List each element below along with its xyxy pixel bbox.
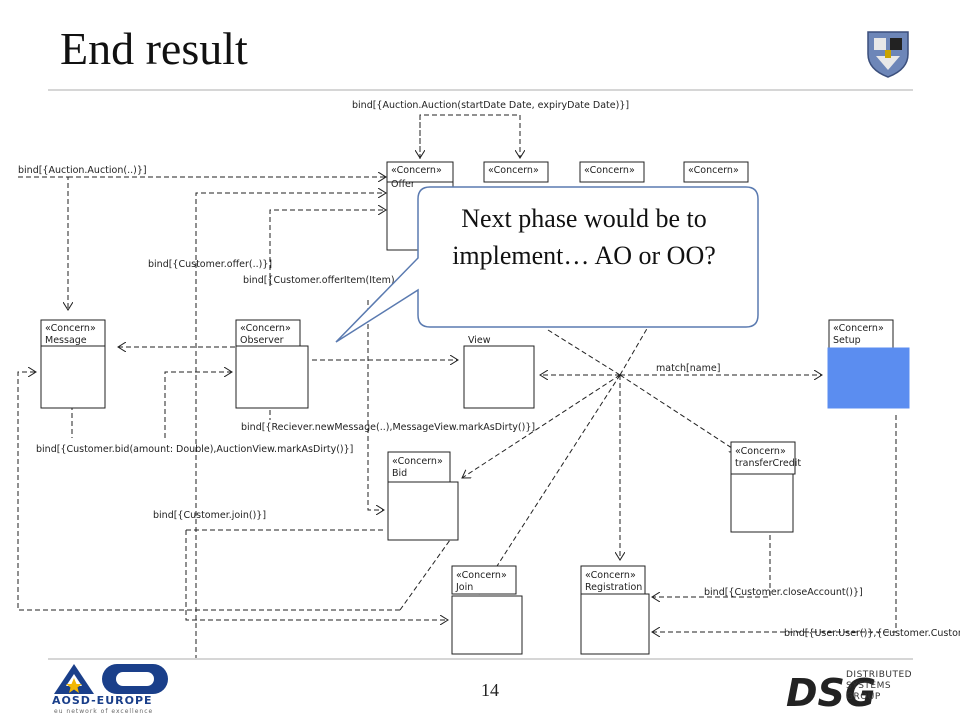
stereotype-transfer: «Concern» — [735, 446, 786, 457]
concern-labels: «Concern» Offer «Concern» «Concern» «Con… — [45, 165, 884, 593]
callout-text: Next phase would be to implement… AO or … — [452, 204, 716, 270]
concern-join: Join — [455, 582, 473, 593]
binding-labels: bind[{Auction.Auction(startDate Date, ex… — [18, 100, 960, 639]
stereotype-message: «Concern» — [45, 323, 96, 334]
binding-customer-bid: bind[{Customer.bid(amount: Double),Aucti… — [36, 444, 353, 455]
dsg-line-3: GROUP — [846, 692, 881, 702]
top-divider — [48, 89, 913, 91]
binding-user-customer: bind[{User.User()},{Customer.Customer()}… — [784, 628, 960, 639]
stereotype-registration: «Concern» — [585, 570, 636, 581]
stereotype-observer: «Concern» — [240, 323, 291, 334]
binding-reciever: bind[{Reciever.newMessage(..),MessageVie… — [241, 422, 535, 433]
concern-observer: Observer — [240, 335, 284, 346]
concern-offer: Offer — [391, 179, 415, 190]
concern-message: Message — [45, 335, 87, 346]
dsg-logo-mark: DSG — [786, 671, 876, 715]
aosd-tagline: eu network of excellence — [54, 708, 154, 715]
concern-registration: Registration — [585, 582, 642, 593]
stereotype-identify: «Concern» — [584, 165, 635, 176]
concern-view: View — [468, 335, 491, 346]
dsg-letters: DSG — [786, 671, 876, 715]
concern-setup: Setup — [833, 335, 861, 346]
stereotype-join: «Concern» — [456, 570, 507, 581]
aosd-name: AOSD-EUROPE — [52, 694, 153, 707]
binding-auction-dates: bind[{Auction.Auction(startDate Date, ex… — [352, 100, 629, 111]
dsg-line-2: SYSTEMS — [846, 681, 892, 691]
concern-bid: Bid — [392, 468, 407, 479]
aosd-europe-logo — [54, 664, 168, 694]
stereotype-offer: «Concern» — [391, 165, 442, 176]
binding-offer-item: bind[{Customer.offerItem(Item),Auction — [243, 275, 434, 286]
stereotype-setup: «Concern» — [833, 323, 884, 334]
stereotype-close: «Concern» — [488, 165, 539, 176]
binding-auction: bind[{Auction.Auction(..)}] — [18, 165, 147, 176]
dependency-lines — [17, 114, 897, 660]
stereotype-bid: «Concern» — [392, 456, 443, 467]
concern-transfer: transferCredit — [735, 458, 801, 469]
callout-bubble — [335, 186, 759, 343]
dsg-line-1: DISTRIBUTED — [846, 670, 913, 680]
page-number: 14 — [481, 680, 499, 700]
bottom-divider — [48, 658, 913, 660]
binding-customer-offer: bind[{Customer.offer(..)}] — [148, 259, 272, 270]
binding-match-name: match[name] — [656, 363, 720, 374]
slide-title: End result — [60, 23, 248, 74]
stereotype-search: «Concern» — [688, 165, 739, 176]
university-crest — [867, 31, 909, 78]
binding-customer-join: bind[{Customer.join()}] — [153, 510, 266, 521]
dsg-name: DISTRIBUTED SYSTEMS GROUP — [846, 670, 912, 703]
binding-close-account: bind[{Customer.closeAccount()}] — [704, 587, 863, 598]
concern-boxes — [40, 161, 910, 655]
